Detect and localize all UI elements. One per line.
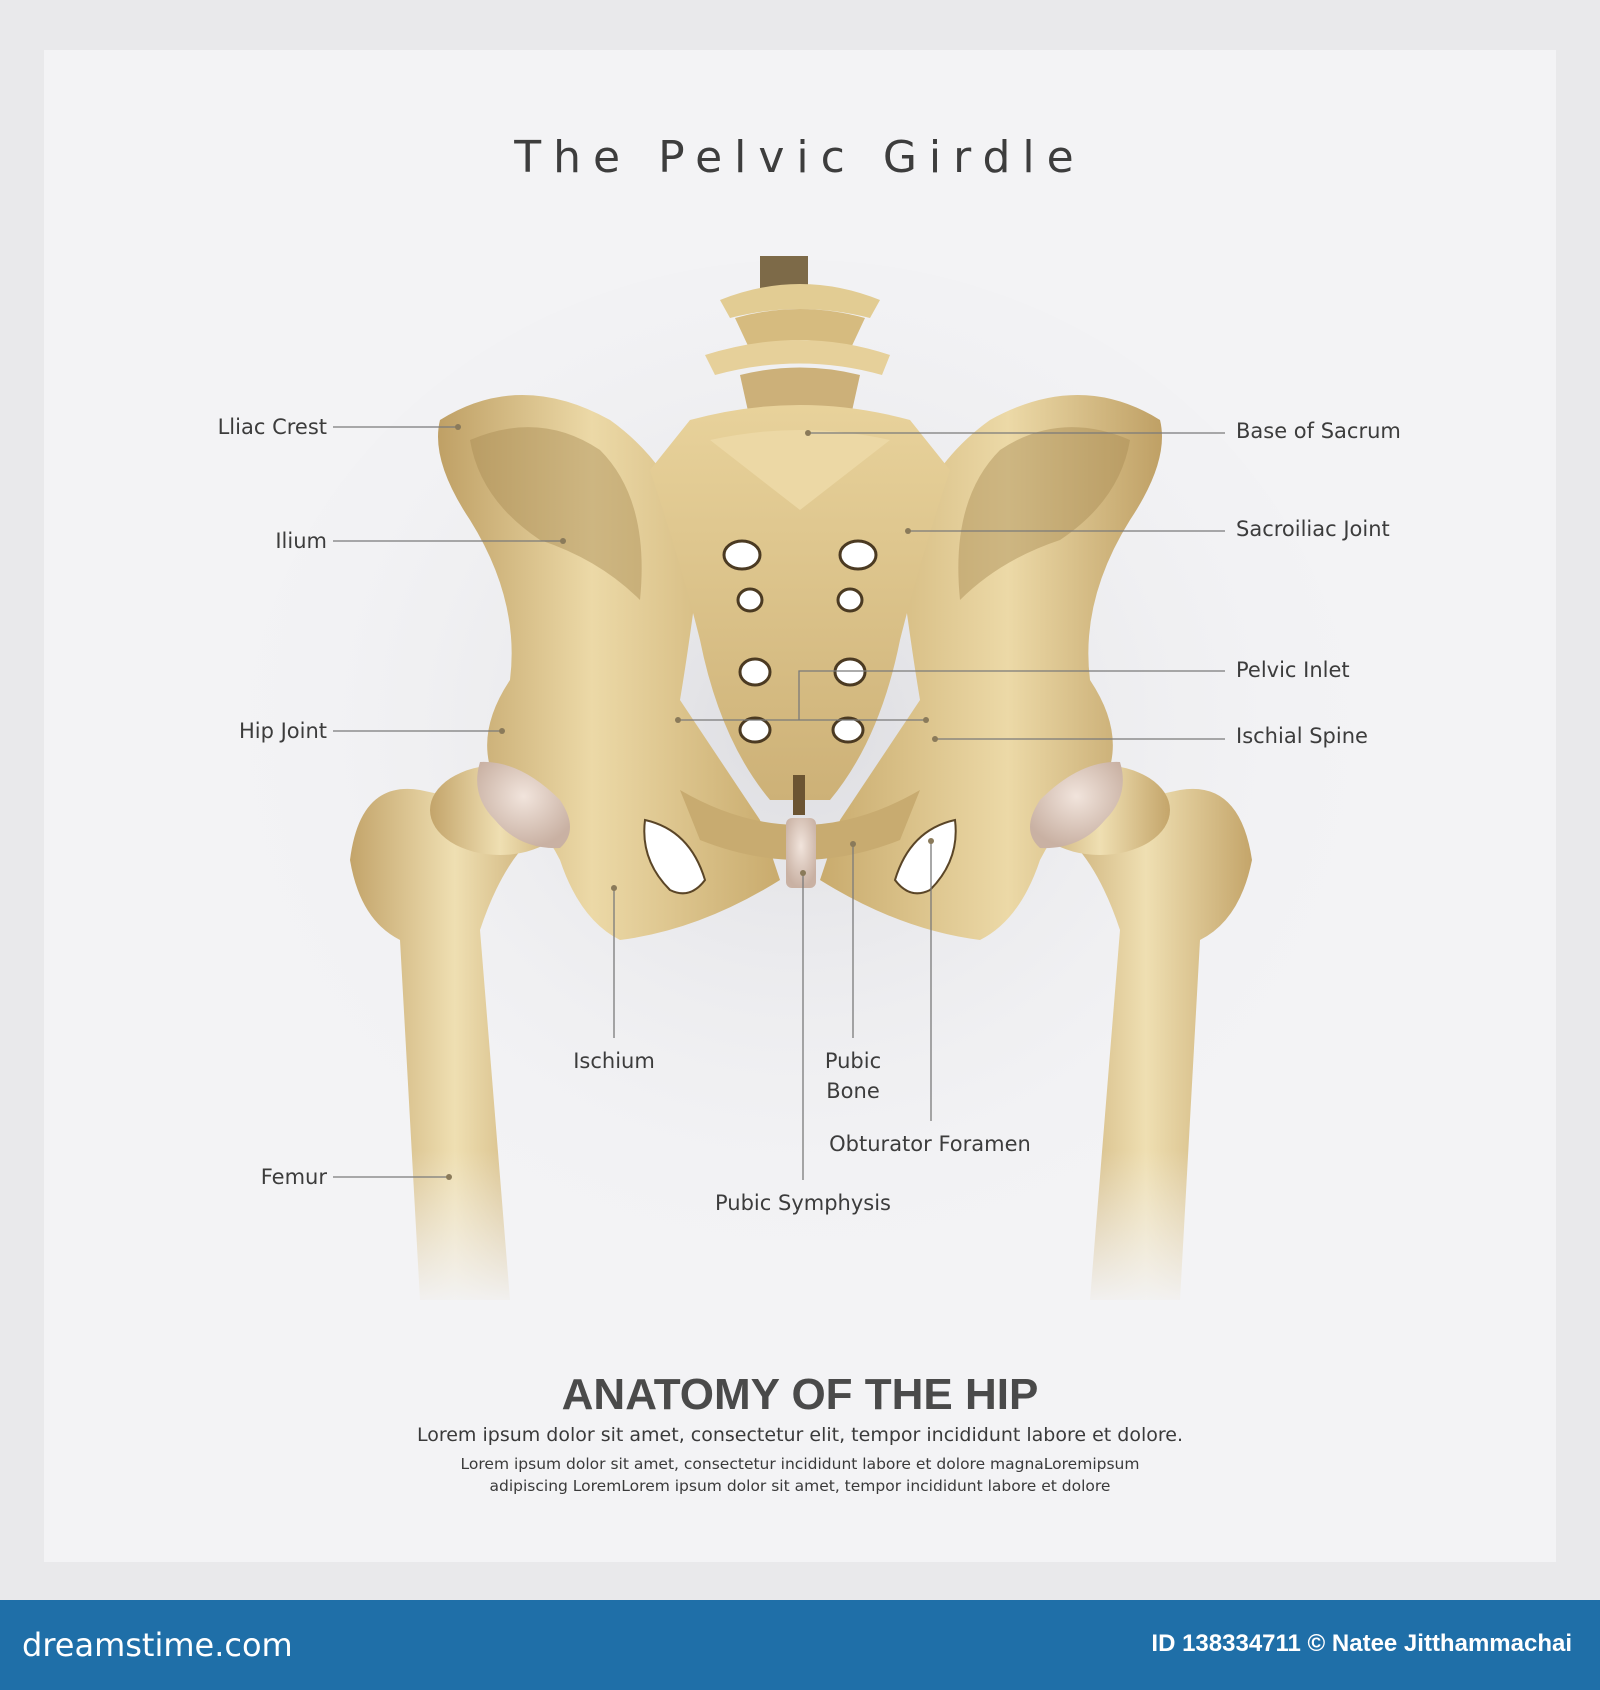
body-text-3: adipiscing LoremLorem ipsum dolor sit am… (489, 1477, 1111, 1495)
hip-joint-cartilage-left (477, 761, 570, 849)
body-text-1: Lorem ipsum dolor sit amet, consectetur … (416, 1424, 1184, 1446)
label-obturator-foramen: Obturator Foramen (829, 1132, 1031, 1156)
diagram-title: The Pelvic Girdle (514, 132, 1086, 183)
label-base-of-sacrum: Base of Sacrum (1236, 419, 1401, 443)
body-text-2: Lorem ipsum dolor sit amet, consectetur … (460, 1455, 1140, 1473)
label-pubic-bone-line1: Pubic (824, 1049, 882, 1073)
sacrum (650, 405, 950, 815)
label-femur: Femur (260, 1165, 327, 1189)
footer-logo[interactable]: dreamstime.com (22, 1626, 293, 1664)
hip-joint-cartilage-right (1030, 761, 1123, 849)
section-heading: ANATOMY OF THE HIP (561, 1370, 1039, 1419)
pubic-symphysis-cartilage (786, 818, 816, 888)
label-pubic-symphysis: Pubic Symphysis (715, 1191, 891, 1215)
label-hip-joint: Hip Joint (238, 719, 327, 743)
label-pubic-bone-line2: Bone (826, 1079, 880, 1103)
label-pelvic-inlet: Pelvic Inlet (1236, 658, 1350, 682)
label-ilium: Ilium (275, 529, 327, 553)
leader-dots (446, 424, 938, 1180)
leader-lines (333, 426, 1225, 1180)
label-sacroiliac-joint: Sacroiliac Joint (1236, 517, 1390, 541)
label-iliac-crest: Lliac Crest (217, 415, 327, 439)
footer-credit: ID 138334711 © Natee Jitthammachai (1151, 1630, 1572, 1657)
label-ischial-spine: Ischial Spine (1236, 724, 1368, 748)
label-ischium: Ischium (573, 1049, 655, 1073)
footer-bar: dreamstime.com ID 138334711 © Natee Jitt… (0, 1600, 1600, 1690)
